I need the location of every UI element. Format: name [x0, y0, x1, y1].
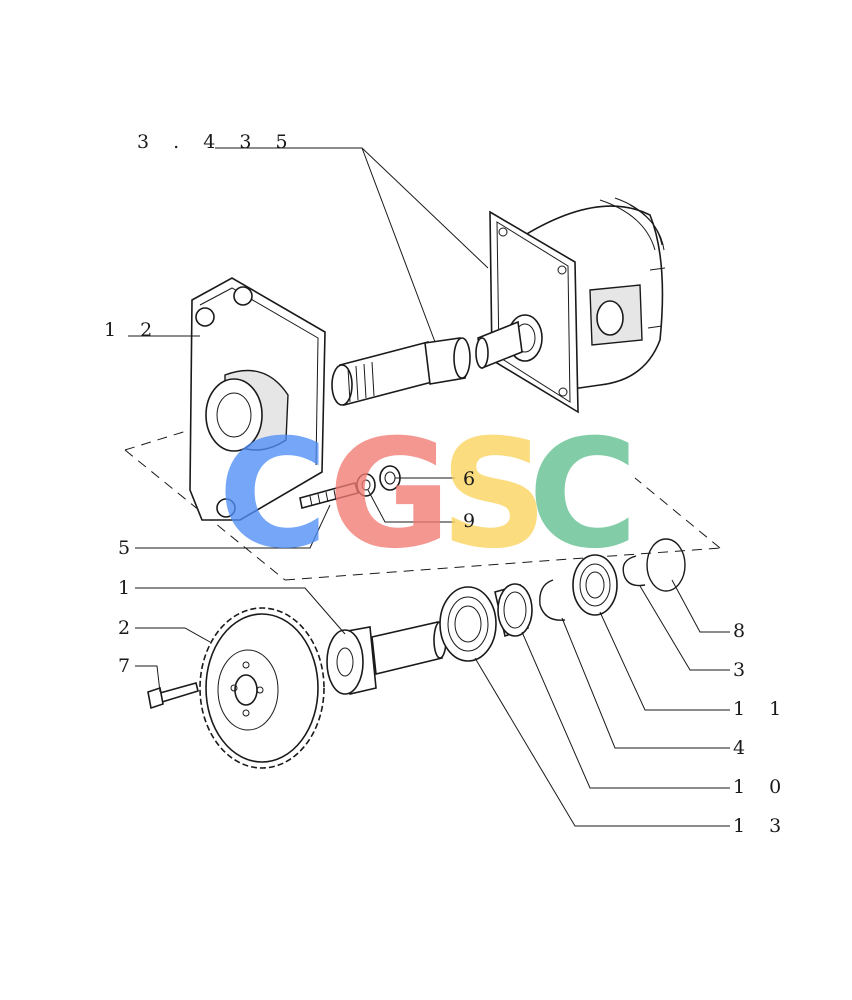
callout-ref-3435: 3 . 4 3 5 — [137, 131, 297, 153]
gear-bolt — [147, 682, 199, 710]
watermark-letter-4: C — [528, 408, 638, 582]
callout-7: 7 — [118, 655, 139, 677]
callout-11: 1 1 — [733, 698, 790, 720]
hydraulic-pump — [475, 197, 666, 414]
pinion-shaft — [326, 621, 447, 695]
callout-1: 1 — [118, 577, 139, 599]
callout-labels: 3 . 4 3 5 1 2 6 9 5 1 2 7 8 3 1 1 4 1 0 … — [104, 131, 790, 837]
callout-4: 4 — [733, 737, 754, 759]
drive-gear — [199, 607, 325, 769]
callout-3: 3 — [733, 659, 754, 681]
spacer-ring — [494, 583, 533, 638]
callout-9: 9 — [463, 510, 484, 532]
callout-5: 5 — [118, 537, 139, 559]
washer — [356, 473, 376, 497]
watermark: C G S C — [218, 408, 638, 582]
watermark-letter-3: S — [440, 408, 548, 582]
snap-ring-4 — [539, 579, 566, 621]
leader-lines — [128, 147, 730, 827]
drive-shaft — [331, 337, 471, 407]
callout-2: 2 — [118, 617, 139, 639]
ball-bearing-11 — [572, 554, 618, 616]
ball-bearing-13 — [439, 586, 497, 662]
callout-6: 6 — [463, 468, 484, 490]
mounting-flange — [189, 277, 326, 521]
watermark-letter-2: G — [328, 408, 451, 582]
stud-bolt — [299, 482, 360, 509]
circlip-3 — [622, 555, 646, 587]
o-ring-8 — [646, 538, 686, 592]
callout-8: 8 — [733, 620, 754, 642]
callout-13: 1 3 — [733, 815, 790, 837]
callout-10: 1 0 — [733, 776, 790, 798]
watermark-letter-1: C — [218, 408, 328, 582]
callout-12: 1 2 — [104, 319, 161, 341]
